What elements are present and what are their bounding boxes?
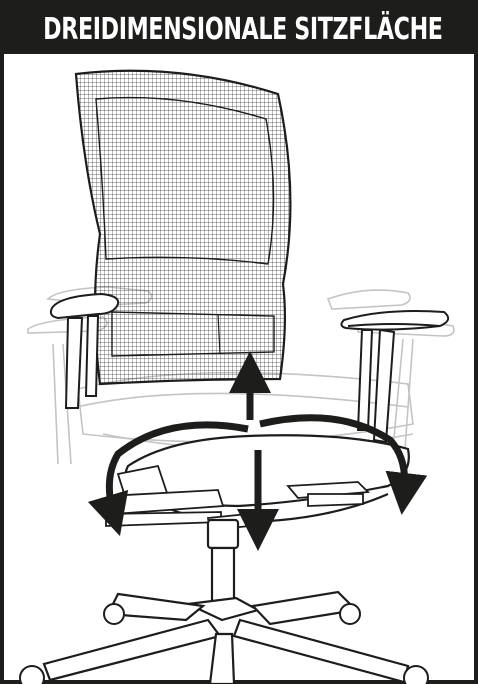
office-chair-illustration	[19, 69, 455, 684]
mesh-backrest	[74, 69, 292, 386]
left-armrest	[49, 292, 120, 409]
page-title: DREIDIMENSIONALE SITZFLÄCHE	[43, 11, 443, 47]
casters	[19, 603, 429, 684]
right-armrest	[340, 310, 450, 444]
tilt-arrow-right	[259, 414, 428, 515]
tilt-arrow-left	[87, 421, 249, 537]
star-base	[42, 590, 410, 684]
title-bar: DREIDIMENSIONALE SITZFLÄCHE	[4, 4, 478, 54]
vertical-adjust-arrow	[229, 351, 279, 551]
gas-lift-column	[206, 518, 240, 605]
